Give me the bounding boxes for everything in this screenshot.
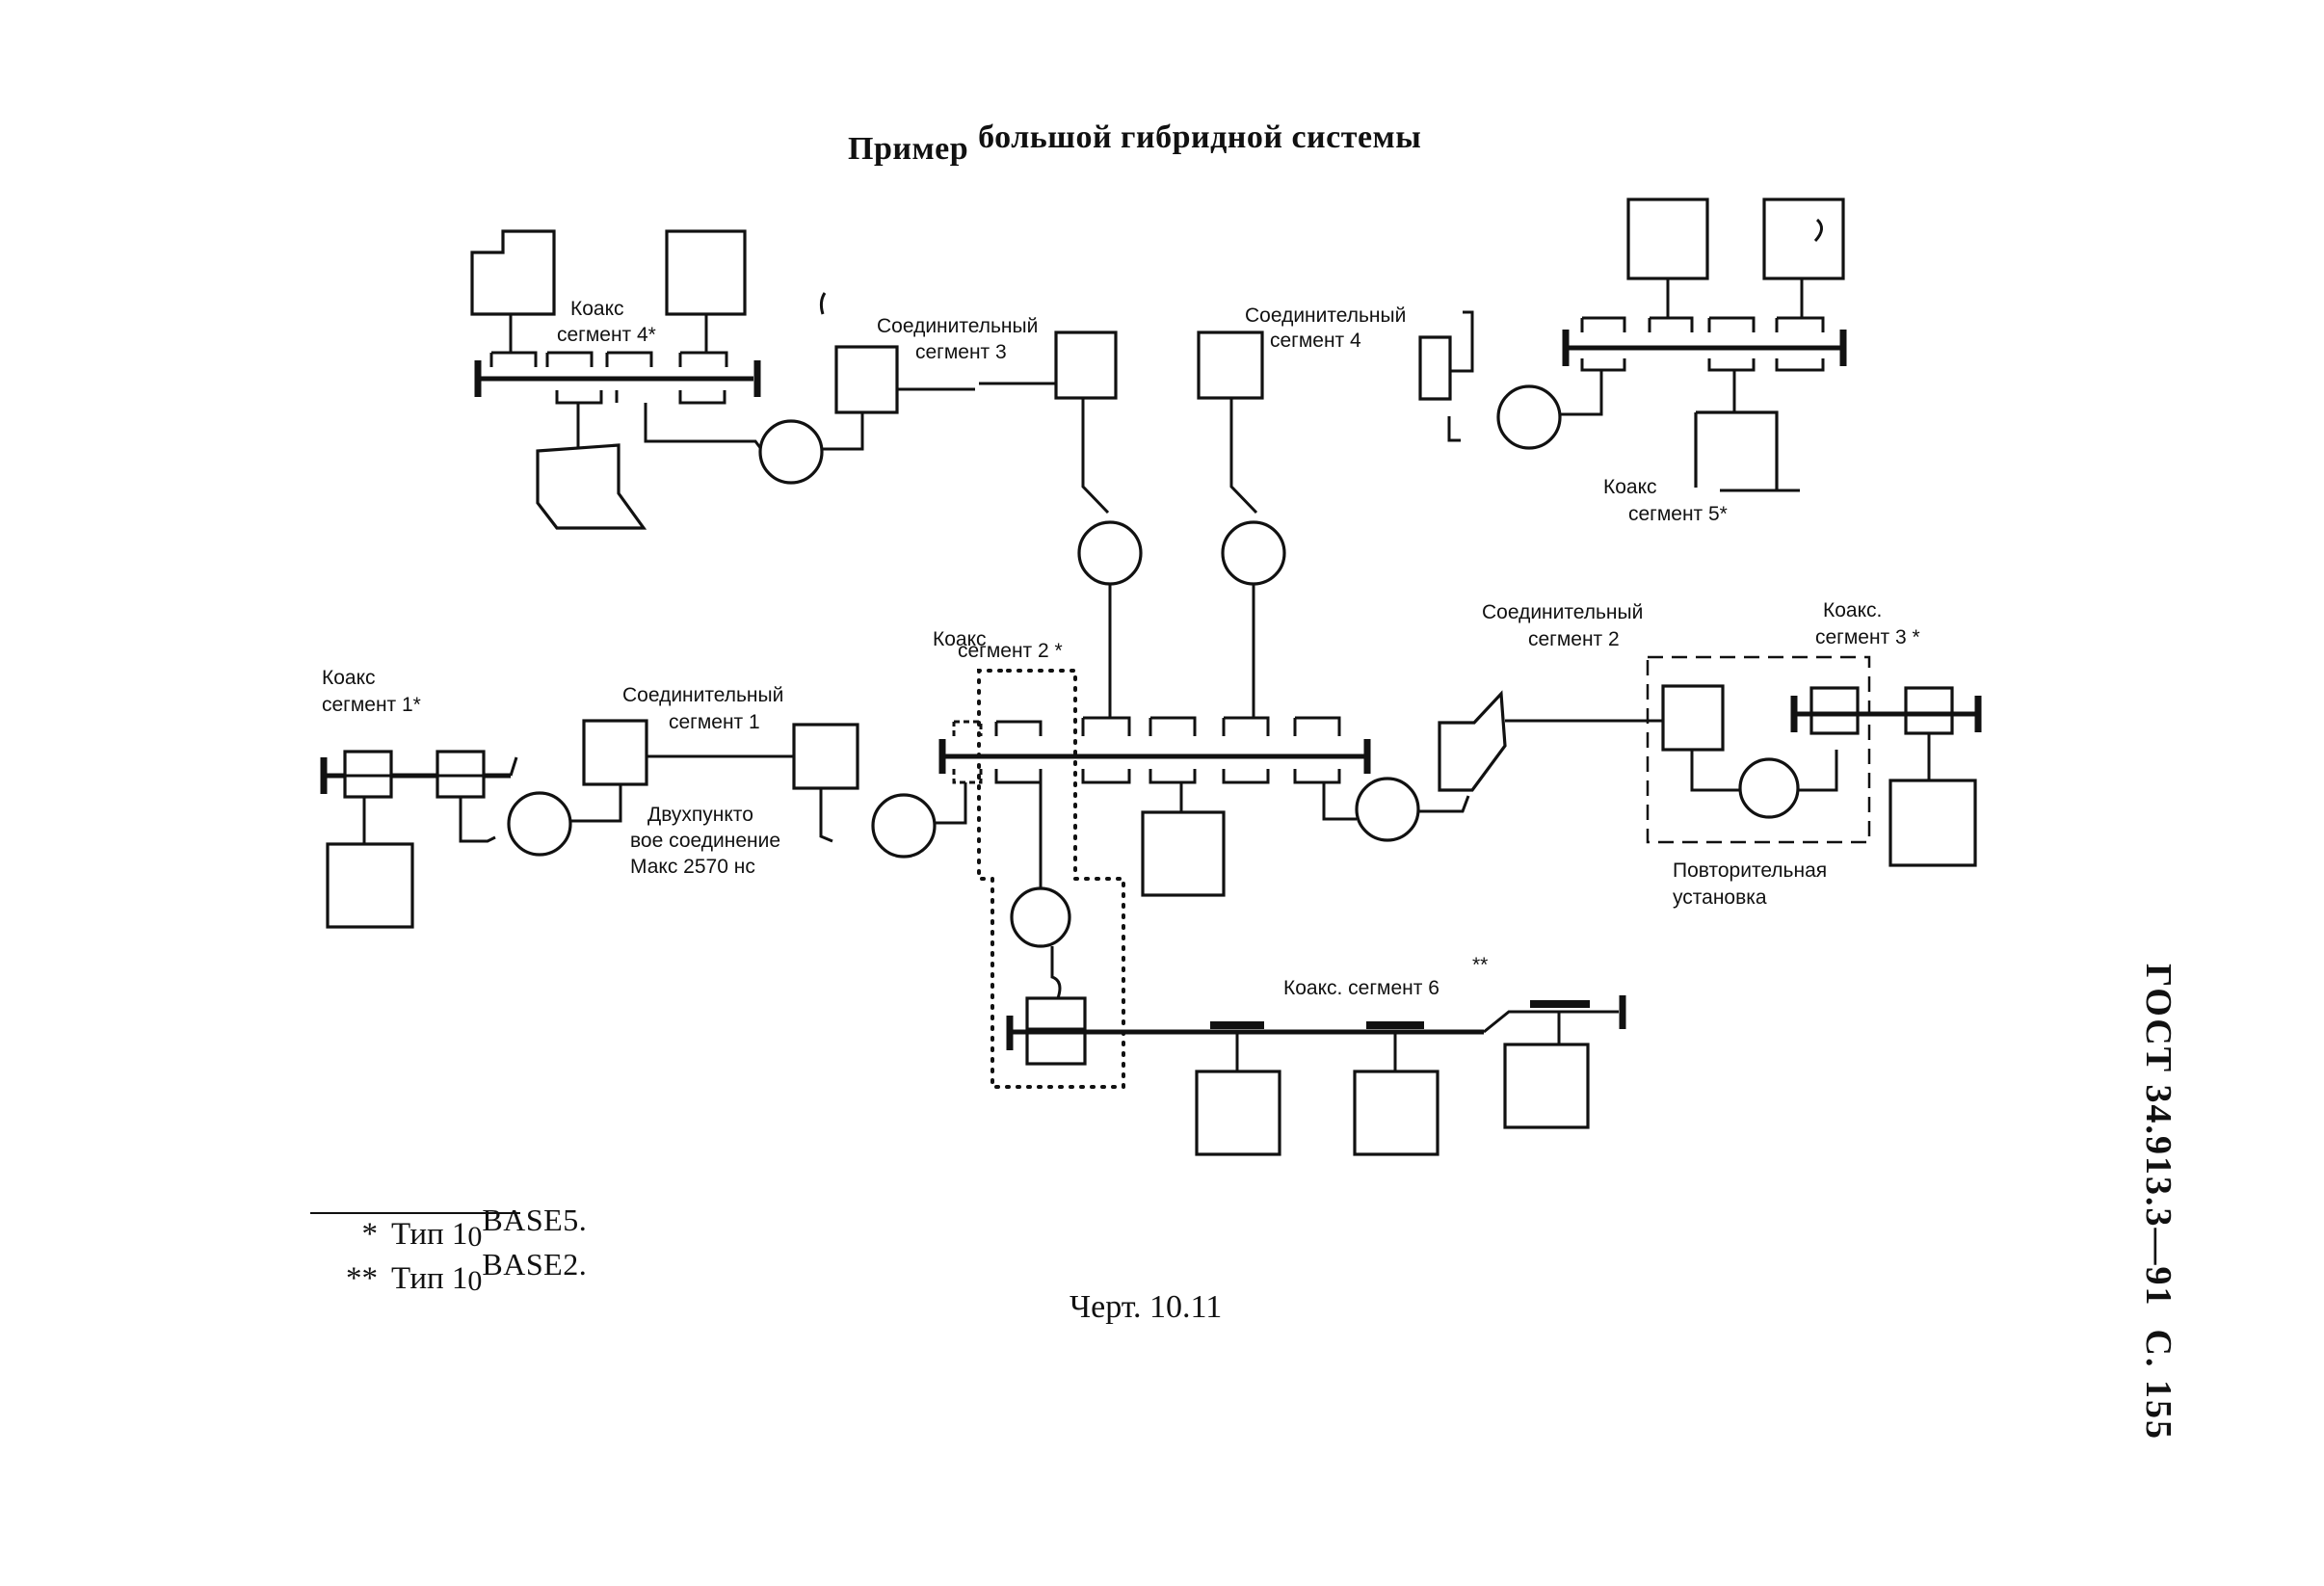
- station-box: [834, 345, 899, 414]
- station-box: [1626, 198, 1709, 280]
- station-box: [792, 723, 859, 790]
- label-p2p-a: Двухпункто: [647, 804, 753, 826]
- repeater-unit-boundary: [1646, 655, 1871, 844]
- footnote-prefix: Тип 1: [391, 1261, 468, 1296]
- footnote-standard: BASE5.: [482, 1203, 588, 1237]
- label-p2p-c: Макс 2570 нс: [630, 856, 755, 878]
- transceiver-box: [1809, 686, 1860, 735]
- label-link-4-b: сегмент 4: [1270, 330, 1361, 352]
- station-box: [1418, 335, 1452, 401]
- title-part-2: большой гибридной системы: [978, 119, 1422, 155]
- station-box: [470, 229, 556, 316]
- label-link-2-b: сегмент 2: [1528, 628, 1620, 650]
- label-coax-3-a: Коакс.: [1823, 599, 1882, 621]
- label-link-3-a: Соединительный: [877, 315, 1038, 337]
- label-coax-2-a: Коакс: [933, 628, 987, 650]
- diagram-labels: Коакс сегмент 4* Соединительный сегмент …: [322, 298, 1920, 999]
- station-box: [665, 229, 747, 316]
- dotted-boundary: [977, 669, 1125, 1089]
- link-segments-top-group: [979, 330, 1286, 718]
- label-link-4-a: Соединительный: [1245, 304, 1406, 327]
- footnote-digit: 0: [467, 1265, 483, 1297]
- station-box: [1353, 1070, 1439, 1156]
- coax-segment-2-group: [938, 669, 1663, 1089]
- footnote-2: ** Тип 10BASE2.: [318, 1247, 587, 1297]
- station-box: [1054, 330, 1118, 400]
- label-coax-3-b: сегмент 3 *: [1815, 626, 1920, 648]
- station-box: [1762, 198, 1845, 280]
- label-coax-5-b: сегмент 5*: [1628, 503, 1728, 525]
- coax-segment-6-group: [1006, 995, 1626, 1156]
- repeater-circle: [1077, 520, 1143, 586]
- label-coax-5-a: Коакс: [1603, 476, 1657, 498]
- footnote-standard: BASE2.: [482, 1247, 588, 1282]
- bnc-tap: [1210, 1021, 1264, 1029]
- transceiver-box: [1904, 686, 1954, 735]
- repeater-circle: [758, 419, 824, 485]
- station-box: [1197, 330, 1264, 400]
- label-p2p-b: вое соединение: [630, 830, 780, 852]
- label-repeater-a: Повторительная: [1673, 859, 1827, 882]
- label-coax-6: Коакс. сегмент 6: [1283, 977, 1439, 999]
- repeater-circle: [871, 793, 937, 859]
- repeater-circle: [507, 791, 572, 857]
- label-coax-6-mark: **: [1472, 954, 1488, 976]
- station-box: [326, 842, 414, 929]
- label-coax-4-b: сегмент 4*: [557, 324, 656, 346]
- repeater-circle: [1355, 777, 1420, 842]
- label-link-2-a: Соединительный: [1482, 601, 1643, 623]
- station-box: [1503, 1043, 1590, 1129]
- repeater-circle: [1738, 757, 1800, 819]
- footnote-marker: **: [346, 1261, 378, 1296]
- terminal-device: [536, 443, 647, 530]
- coax-segment-1-group: [320, 719, 967, 929]
- title-part-1: Пример: [848, 131, 969, 167]
- footnote-digit: 0: [467, 1221, 483, 1253]
- label-link-3-b: сегмент 3: [915, 341, 1007, 363]
- repeater-circle: [1010, 886, 1071, 948]
- station-box: [1694, 410, 1779, 489]
- label-coax-1-a: Коакс: [322, 667, 376, 689]
- terminal-device: [1438, 690, 1507, 792]
- bnc-tap: [1366, 1021, 1424, 1029]
- station-box: [1661, 684, 1725, 752]
- station-box: [582, 719, 648, 786]
- label-repeater-b: установка: [1673, 886, 1767, 909]
- label-coax-2-b: сегмент 2 *: [958, 640, 1063, 662]
- footnote-rule: [310, 1212, 520, 1214]
- side-page-header: ГОСТ 34.913.3—91 С. 155: [2138, 964, 2179, 1441]
- footnote-1: * Тип 10BASE5.: [318, 1203, 587, 1253]
- repeater-circle: [1496, 384, 1562, 450]
- station-box: [1195, 1070, 1281, 1156]
- footnote-marker: *: [361, 1217, 379, 1252]
- label-coax-4-a: Коакс: [570, 298, 624, 320]
- coax-segment-4-group: [470, 229, 975, 530]
- label-link-1-b: сегмент 1: [669, 711, 760, 733]
- figure-caption: Черт. 10.11: [1070, 1289, 1223, 1325]
- repeater-circle: [1221, 520, 1286, 586]
- label-coax-1-b: сегмент 1*: [322, 694, 421, 716]
- station-box: [1888, 779, 1977, 867]
- station-box: [1141, 810, 1226, 897]
- coax-segment-3-group: [1646, 655, 1982, 867]
- coax-segment-5-group: [1418, 198, 1847, 492]
- bnc-tap: [1530, 1000, 1590, 1008]
- footnote-prefix: Тип 1: [391, 1217, 468, 1252]
- label-link-1-a: Соединительный: [622, 684, 783, 706]
